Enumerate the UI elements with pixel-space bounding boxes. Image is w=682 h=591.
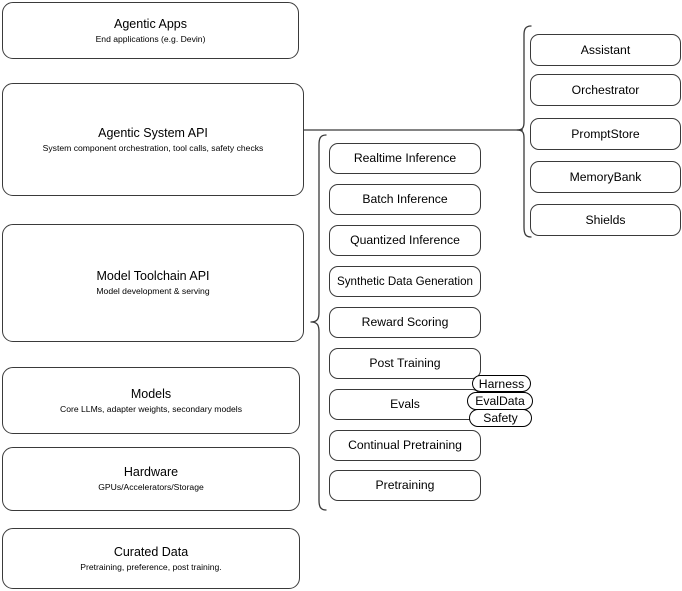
layer-title: Hardware bbox=[123, 465, 179, 479]
agentic-component-label: Assistant bbox=[580, 42, 631, 57]
toolchain-item-label: Post Training bbox=[369, 356, 441, 370]
agentic-component-memorybank[interactable]: MemoryBank bbox=[530, 161, 681, 193]
layer-subtitle: Model development & serving bbox=[96, 286, 210, 296]
toolchain-item-continual-pretraining[interactable]: Continual Pretraining bbox=[329, 430, 481, 461]
toolchain-item-reward-scoring[interactable]: Reward Scoring bbox=[329, 307, 481, 338]
layer-hardware[interactable]: Hardware GPUs/Accelerators/Storage bbox=[2, 447, 300, 511]
layer-title: Model Toolchain API bbox=[96, 269, 210, 283]
toolchain-item-label: Pretraining bbox=[375, 478, 435, 492]
layer-agentic-system-api[interactable]: Agentic System API System component orch… bbox=[2, 83, 304, 196]
toolchain-item-post-training[interactable]: Post Training bbox=[329, 348, 481, 379]
layer-model-toolchain-api[interactable]: Model Toolchain API Model development & … bbox=[2, 224, 304, 342]
eval-pill-harness[interactable]: Harness bbox=[472, 375, 531, 392]
layer-agentic-apps[interactable]: Agentic Apps End applications (e.g. Devi… bbox=[2, 2, 299, 59]
toolchain-item-label: Continual Pretraining bbox=[348, 438, 462, 452]
toolchain-item-pretraining[interactable]: Pretraining bbox=[329, 470, 481, 501]
toolchain-item-batch-inference[interactable]: Batch Inference bbox=[329, 184, 481, 215]
toolchain-item-synthetic-data-generation[interactable]: Synthetic Data Generation bbox=[329, 266, 481, 297]
agentic-component-label: Orchestrator bbox=[571, 82, 640, 97]
agentic-component-label: Shields bbox=[585, 212, 626, 227]
layer-subtitle: Core LLMs, adapter weights, secondary mo… bbox=[60, 403, 242, 414]
toolchain-item-label: Synthetic Data Generation bbox=[337, 275, 473, 288]
layer-subtitle: GPUs/Accelerators/Storage bbox=[98, 482, 204, 492]
agentic-component-label: PromptStore bbox=[571, 126, 640, 141]
layer-title: Models bbox=[130, 386, 172, 401]
toolchain-item-label: Reward Scoring bbox=[361, 315, 449, 329]
toolchain-item-label: Realtime Inference bbox=[353, 151, 457, 165]
agentic-component-shields[interactable]: Shields bbox=[530, 204, 681, 236]
brace-toolchain-components bbox=[303, 132, 327, 514]
eval-pill-evaldata[interactable]: EvalData bbox=[467, 392, 533, 410]
layer-models[interactable]: Models Core LLMs, adapter weights, secon… bbox=[2, 367, 300, 434]
agentic-component-orchestrator[interactable]: Orchestrator bbox=[530, 74, 681, 106]
agentic-component-label: MemoryBank bbox=[569, 169, 642, 184]
layer-title: Agentic System API bbox=[98, 125, 208, 140]
layer-curated-data[interactable]: Curated Data Pretraining, preference, po… bbox=[2, 528, 300, 589]
layer-title: Curated Data bbox=[113, 544, 189, 559]
toolchain-item-evals[interactable]: Evals bbox=[329, 389, 481, 420]
layer-title: Agentic Apps bbox=[114, 16, 187, 31]
toolchain-item-quantized-inference[interactable]: Quantized Inference bbox=[329, 225, 481, 256]
agentic-component-promptstore[interactable]: PromptStore bbox=[530, 118, 681, 150]
eval-pill-safety[interactable]: Safety bbox=[469, 409, 532, 427]
toolchain-item-realtime-inference[interactable]: Realtime Inference bbox=[329, 143, 481, 174]
layer-subtitle: End applications (e.g. Devin) bbox=[95, 33, 206, 44]
layer-subtitle: Pretraining, preference, post training. bbox=[80, 561, 222, 572]
toolchain-item-label: Quantized Inference bbox=[350, 233, 460, 247]
brace-agentic-components bbox=[510, 24, 532, 242]
eval-pill-label: Harness bbox=[478, 376, 525, 391]
eval-pill-label: Safety bbox=[483, 411, 518, 425]
toolchain-item-label: Evals bbox=[390, 397, 420, 411]
eval-pill-label: EvalData bbox=[475, 394, 525, 408]
toolchain-item-label: Batch Inference bbox=[362, 192, 448, 206]
agentic-component-assistant[interactable]: Assistant bbox=[530, 34, 681, 66]
layer-subtitle: System component orchestration, tool cal… bbox=[42, 142, 264, 153]
